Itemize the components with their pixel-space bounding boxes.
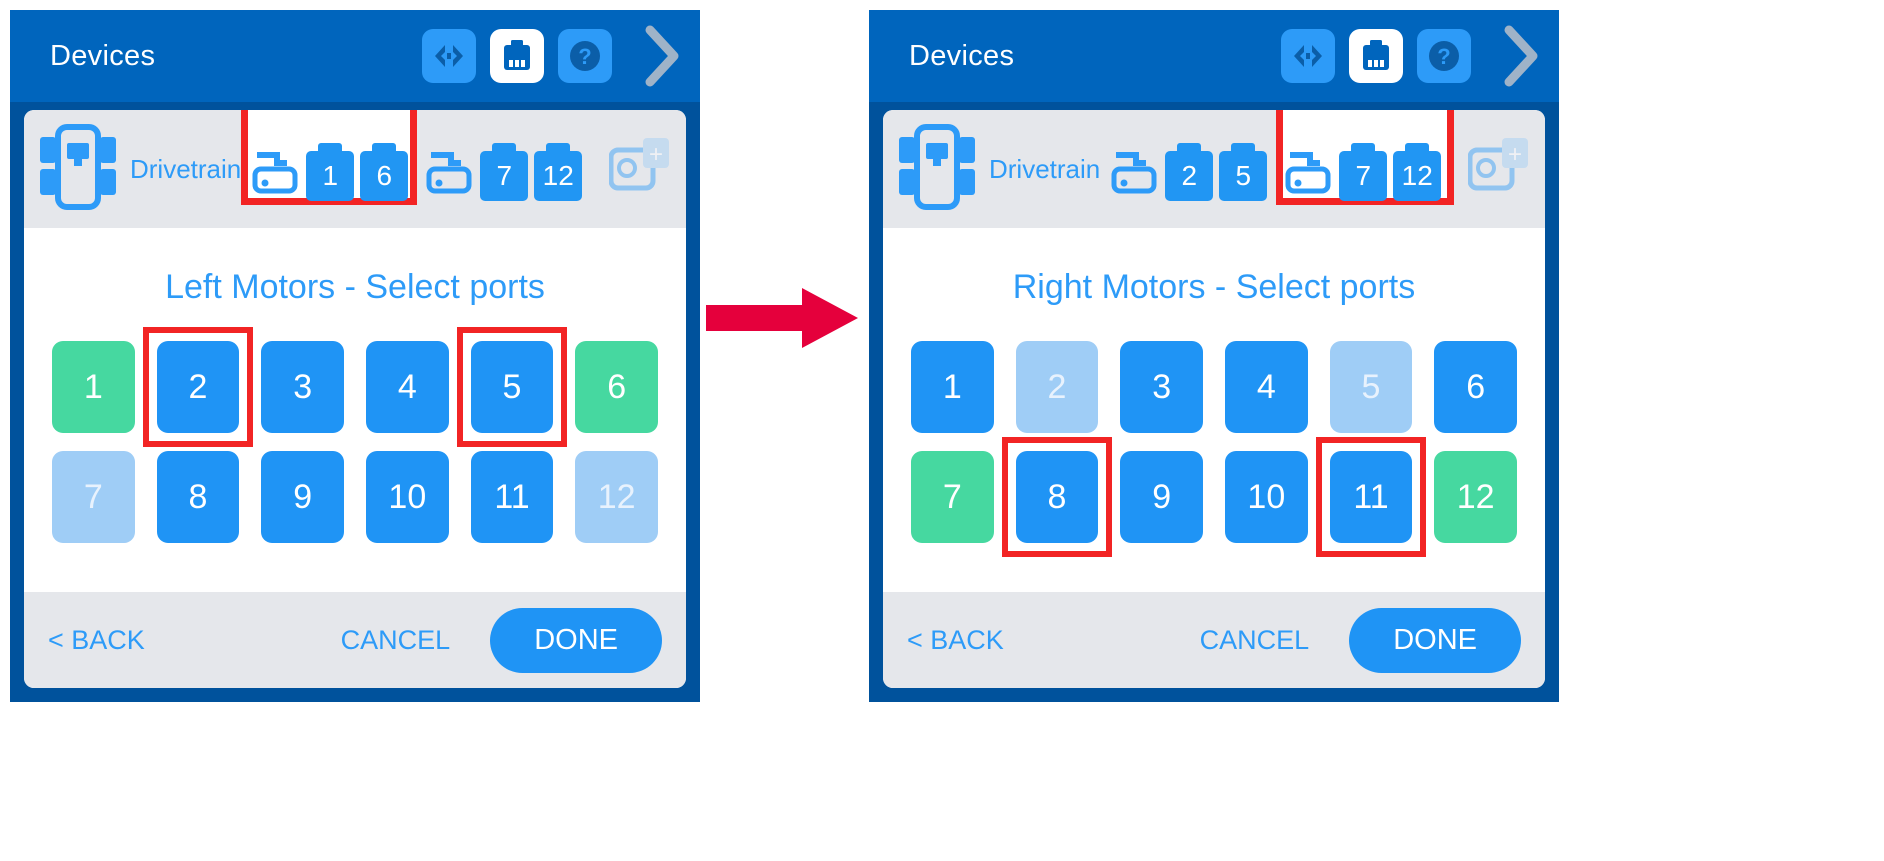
brain-device-icon: [34, 121, 122, 218]
port-button-8[interactable]: 8: [1015, 451, 1099, 543]
titlebar: Devices ?: [869, 10, 1559, 102]
brain-device-icon: [893, 121, 981, 218]
port-button-9[interactable]: 9: [261, 451, 344, 543]
port-button-7[interactable]: 7: [911, 451, 994, 543]
prompt-text: Right Motors - Select ports: [1012, 268, 1416, 306]
svg-text:+: +: [649, 141, 663, 168]
titlebar-icons: ?: [1281, 24, 1545, 88]
brain-device-icon[interactable]: [490, 29, 544, 83]
port-chip: 1: [306, 143, 355, 201]
drivetrain-label: Drivetrain: [989, 153, 1101, 184]
left-motors-group[interactable]: 1 6: [241, 110, 418, 205]
port-button-8[interactable]: 8: [156, 451, 240, 543]
titlebar: Devices ?: [10, 10, 700, 102]
dialog-footer: < BACK CANCEL DONE: [883, 592, 1545, 688]
port-chip: 6: [360, 143, 409, 201]
port-button-7: 7: [52, 451, 135, 543]
titlebar-icons: ?: [422, 24, 686, 88]
add-device-button[interactable]: +: [608, 134, 671, 205]
drivetrain-row: Drivetrain 1 6 7 12: [24, 110, 686, 228]
done-button[interactable]: DONE: [490, 607, 662, 673]
brain-device-icon[interactable]: [1349, 29, 1403, 83]
port-chip: 12: [534, 143, 583, 201]
help-icon[interactable]: ?: [1417, 29, 1471, 83]
port-button-2[interactable]: 2: [156, 341, 240, 433]
svg-text:?: ?: [1437, 44, 1450, 69]
port-button-12: 12: [575, 451, 658, 543]
port-button-4[interactable]: 4: [1224, 341, 1308, 433]
port-button-12[interactable]: 12: [1434, 451, 1517, 543]
chevron-right-icon[interactable]: [642, 24, 682, 88]
device-panel-left-motors: Devices ?: [10, 10, 700, 702]
right-motors-group[interactable]: 7 12: [1276, 110, 1455, 205]
motor-pair-icon: [1111, 152, 1157, 194]
back-button[interactable]: < BACK: [48, 624, 145, 655]
port-button-5[interactable]: 5: [470, 341, 554, 433]
port-button-3[interactable]: 3: [1120, 341, 1203, 433]
cancel-button[interactable]: CANCEL: [1199, 624, 1310, 655]
port-chip: 12: [1393, 143, 1442, 201]
left-motors-group[interactable]: 2 5: [1106, 133, 1276, 205]
done-button[interactable]: DONE: [1349, 607, 1521, 673]
port-chip: 7: [480, 143, 529, 201]
motor-pair-icon: [252, 152, 298, 194]
port-chip: 7: [1339, 143, 1388, 201]
chevron-right-icon[interactable]: [1501, 24, 1541, 88]
port-button-5: 5: [1329, 341, 1413, 433]
svg-text:?: ?: [578, 44, 591, 69]
page-title: Devices: [50, 39, 156, 72]
port-button-9[interactable]: 9: [1120, 451, 1203, 543]
port-button-1[interactable]: 1: [52, 341, 135, 433]
dialog-card: Drivetrain 2 5 7 12: [883, 110, 1545, 688]
help-icon[interactable]: ?: [558, 29, 612, 83]
svg-text:+: +: [1508, 141, 1522, 168]
port-button-11[interactable]: 11: [1329, 451, 1413, 543]
port-button-6[interactable]: 6: [1434, 341, 1517, 433]
prompt-text: Left Motors - Select ports: [165, 268, 545, 306]
port-button-3[interactable]: 3: [261, 341, 344, 433]
drivetrain-row: Drivetrain 2 5 7 12: [883, 110, 1545, 228]
port-button-1[interactable]: 1: [911, 341, 994, 433]
port-button-6[interactable]: 6: [575, 341, 658, 433]
back-button[interactable]: < BACK: [907, 624, 1004, 655]
port-chip: 2: [1165, 143, 1214, 201]
code-icon[interactable]: [422, 29, 476, 83]
code-icon[interactable]: [1281, 29, 1335, 83]
port-button-10[interactable]: 10: [1224, 451, 1308, 543]
cancel-button[interactable]: CANCEL: [340, 624, 451, 655]
port-button-4[interactable]: 4: [365, 341, 449, 433]
motor-pair-icon: [426, 152, 472, 194]
motor-pair-icon: [1285, 152, 1331, 194]
port-chip: 5: [1219, 143, 1268, 201]
port-button-2: 2: [1015, 341, 1099, 433]
page-title: Devices: [909, 39, 1015, 72]
flow-arrow-icon: [706, 288, 858, 348]
right-motors-group[interactable]: 7 12: [421, 133, 591, 205]
drivetrain-label: Drivetrain: [130, 153, 242, 184]
port-button-11[interactable]: 11: [470, 451, 554, 543]
add-device-button[interactable]: +: [1467, 134, 1530, 205]
dialog-card: Drivetrain 1 6 7 12: [24, 110, 686, 688]
device-panel-right-motors: Devices ?: [869, 10, 1559, 702]
port-button-10[interactable]: 10: [365, 451, 449, 543]
dialog-footer: < BACK CANCEL DONE: [24, 592, 686, 688]
